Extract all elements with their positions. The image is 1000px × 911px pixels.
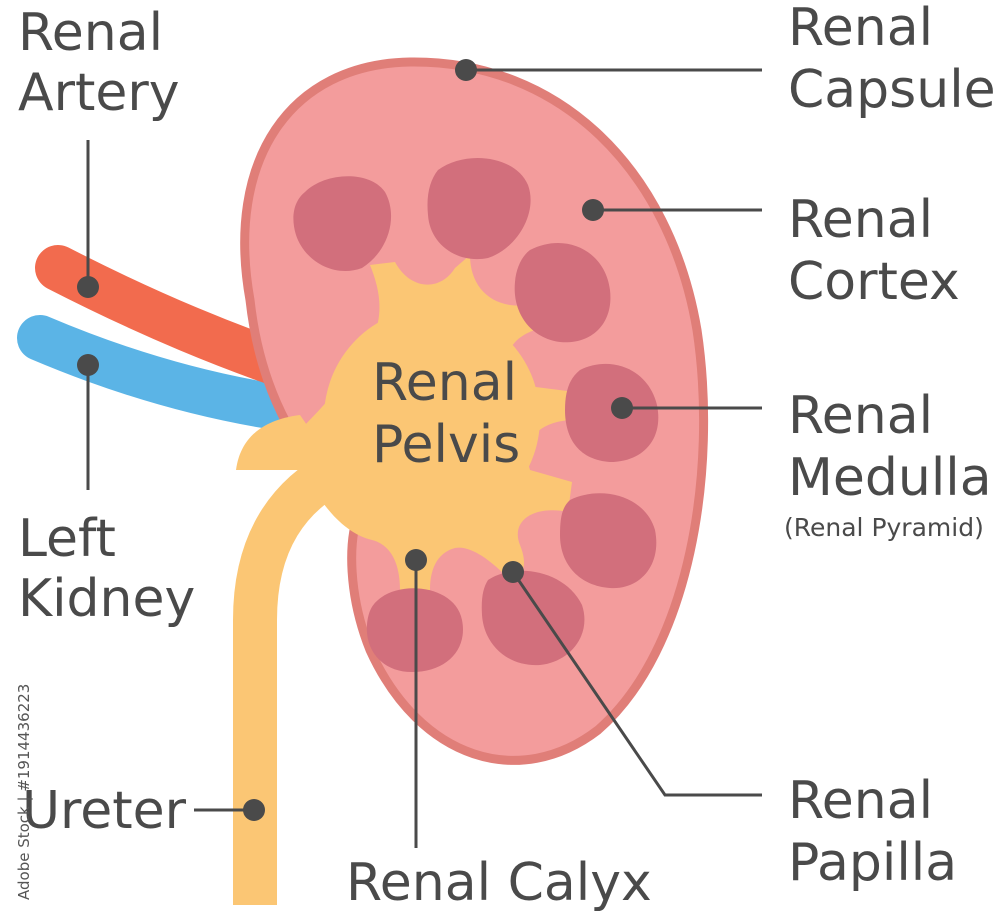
label-renal-capsule: Renal Capsule [788, 0, 996, 120]
calyx-dot [405, 549, 427, 571]
label-renal-artery: Renal Artery [18, 3, 180, 123]
kidney-vessel-dot [77, 354, 99, 376]
ureter [233, 450, 349, 905]
label-renal-pyramid: (Renal Pyramid) [784, 513, 984, 542]
artery-dot [77, 276, 99, 298]
stock-credit: Adobe Stock | #1914436223 [15, 684, 33, 900]
label-renal-papilla: Renal Papilla [788, 771, 957, 893]
label-renal-medulla: Renal Medulla [788, 386, 992, 508]
papilla-dot [502, 561, 524, 583]
label-ureter: Ureter [22, 781, 187, 841]
leader-lines [86, 68, 762, 848]
capsule-dot [455, 59, 477, 81]
label-renal-calyx: Renal Calyx [346, 853, 652, 911]
renal-pelvis [236, 255, 575, 590]
cortex-dot [582, 199, 604, 221]
label-renal-pelvis: Renal Pelvis [372, 353, 534, 475]
label-renal-cortex: Renal Cortex [788, 190, 960, 312]
leader-dots [77, 59, 633, 821]
ureter-dot [243, 799, 265, 821]
label-left-kidney: Left Kidney [18, 509, 195, 629]
renal-pyramids [293, 158, 659, 672]
medulla-dot [611, 397, 633, 419]
